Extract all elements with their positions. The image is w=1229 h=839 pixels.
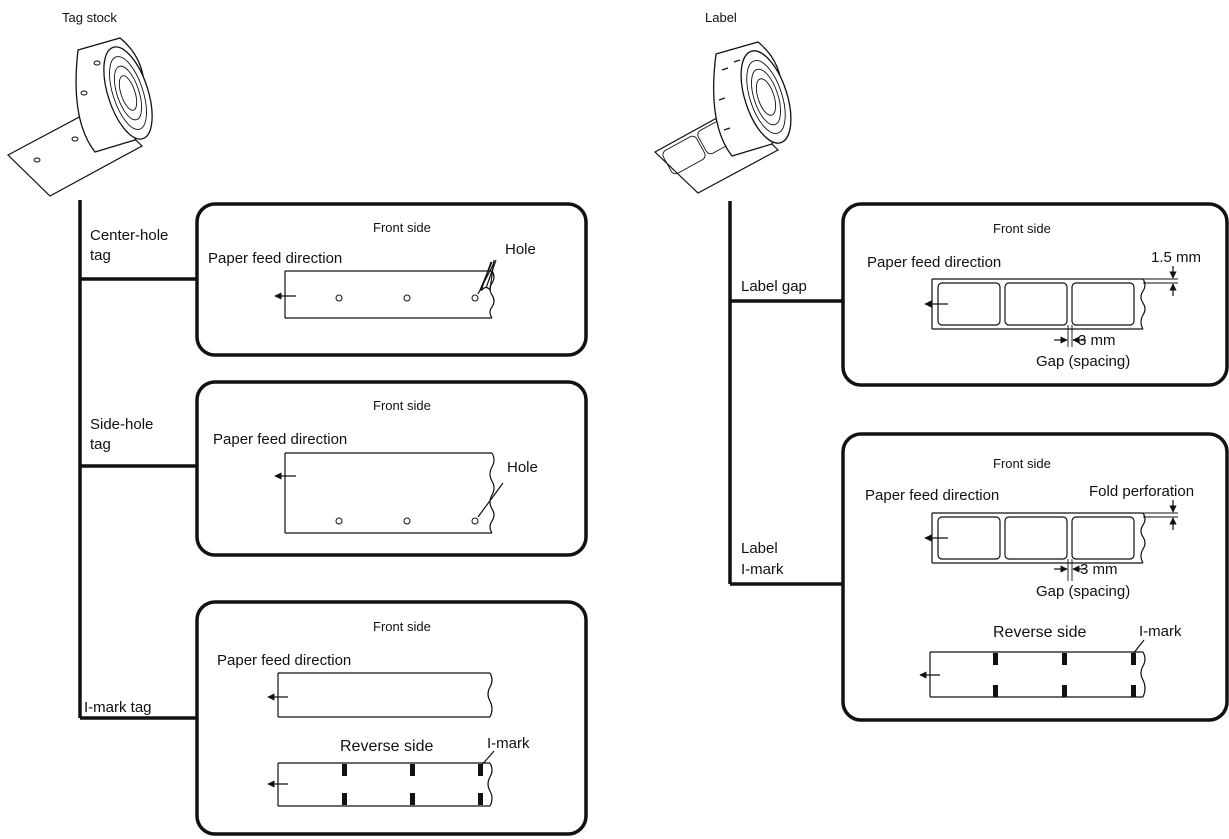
gap-caption: Gap (spacing) xyxy=(1036,353,1130,370)
imark-label: I-mark xyxy=(1139,623,1182,640)
paper-feed-direction-label: Paper feed direction xyxy=(865,487,999,504)
gap-caption: Gap (spacing) xyxy=(1036,583,1130,600)
imark-tag-panel: Front side Paper feed direction Reverse … xyxy=(195,600,588,836)
tag-roll-illustration xyxy=(6,37,153,197)
paper-feed-direction-label: Paper feed direction xyxy=(208,250,342,267)
fold-perforation-label: Fold perforation xyxy=(1089,483,1194,500)
front-side-label: Front side xyxy=(373,619,431,634)
hole-label: Hole xyxy=(505,241,536,258)
center-hole-tag-label-2: tag xyxy=(90,247,111,264)
side-hole-tag-panel: Front side Paper feed direction Hole xyxy=(195,380,588,557)
center-hole-tag-label-1: Center-hole xyxy=(90,227,168,244)
label-tree xyxy=(728,201,843,586)
dim-gap-label: 3 mm xyxy=(1080,561,1118,578)
label-gap-panel: Front side Paper feed direction 1.5 mm 3… xyxy=(841,202,1229,387)
label-imark-branch-label-2: I-mark xyxy=(741,561,784,578)
reverse-side-label: Reverse side xyxy=(993,624,1086,641)
label-gap-branch-label: Label gap xyxy=(741,278,807,295)
reverse-side-label: Reverse side xyxy=(340,738,433,755)
label-title: Label xyxy=(705,10,737,25)
label-imark-branch-label-1: Label xyxy=(741,540,778,557)
paper-feed-direction-label: Paper feed direction xyxy=(213,431,347,448)
dim-gap-label: 3 mm xyxy=(1078,332,1116,349)
paper-feed-direction-label: Paper feed direction xyxy=(217,652,351,669)
label-imark-panel: Front side Paper feed direction Fold per… xyxy=(841,432,1229,722)
tag-stock-tree xyxy=(78,200,197,720)
front-side-label: Front side xyxy=(993,221,1051,236)
tag-stock-title: Tag stock xyxy=(62,10,117,25)
front-side-label: Front side xyxy=(373,220,431,235)
front-side-label: Front side xyxy=(373,398,431,413)
paper-feed-direction-label: Paper feed direction xyxy=(867,254,1001,271)
imark-tag-label: I-mark tag xyxy=(84,699,152,716)
center-hole-tag-panel: Front side Paper feed direction Hole xyxy=(195,202,588,357)
imark-label: I-mark xyxy=(487,735,530,752)
label-roll-illustration xyxy=(653,41,792,194)
side-hole-tag-label-2: tag xyxy=(90,436,111,453)
side-hole-tag-label-1: Side-hole xyxy=(90,416,153,433)
hole-label: Hole xyxy=(507,459,538,476)
front-side-label: Front side xyxy=(993,456,1051,471)
dim-top-label: 1.5 mm xyxy=(1151,249,1201,266)
